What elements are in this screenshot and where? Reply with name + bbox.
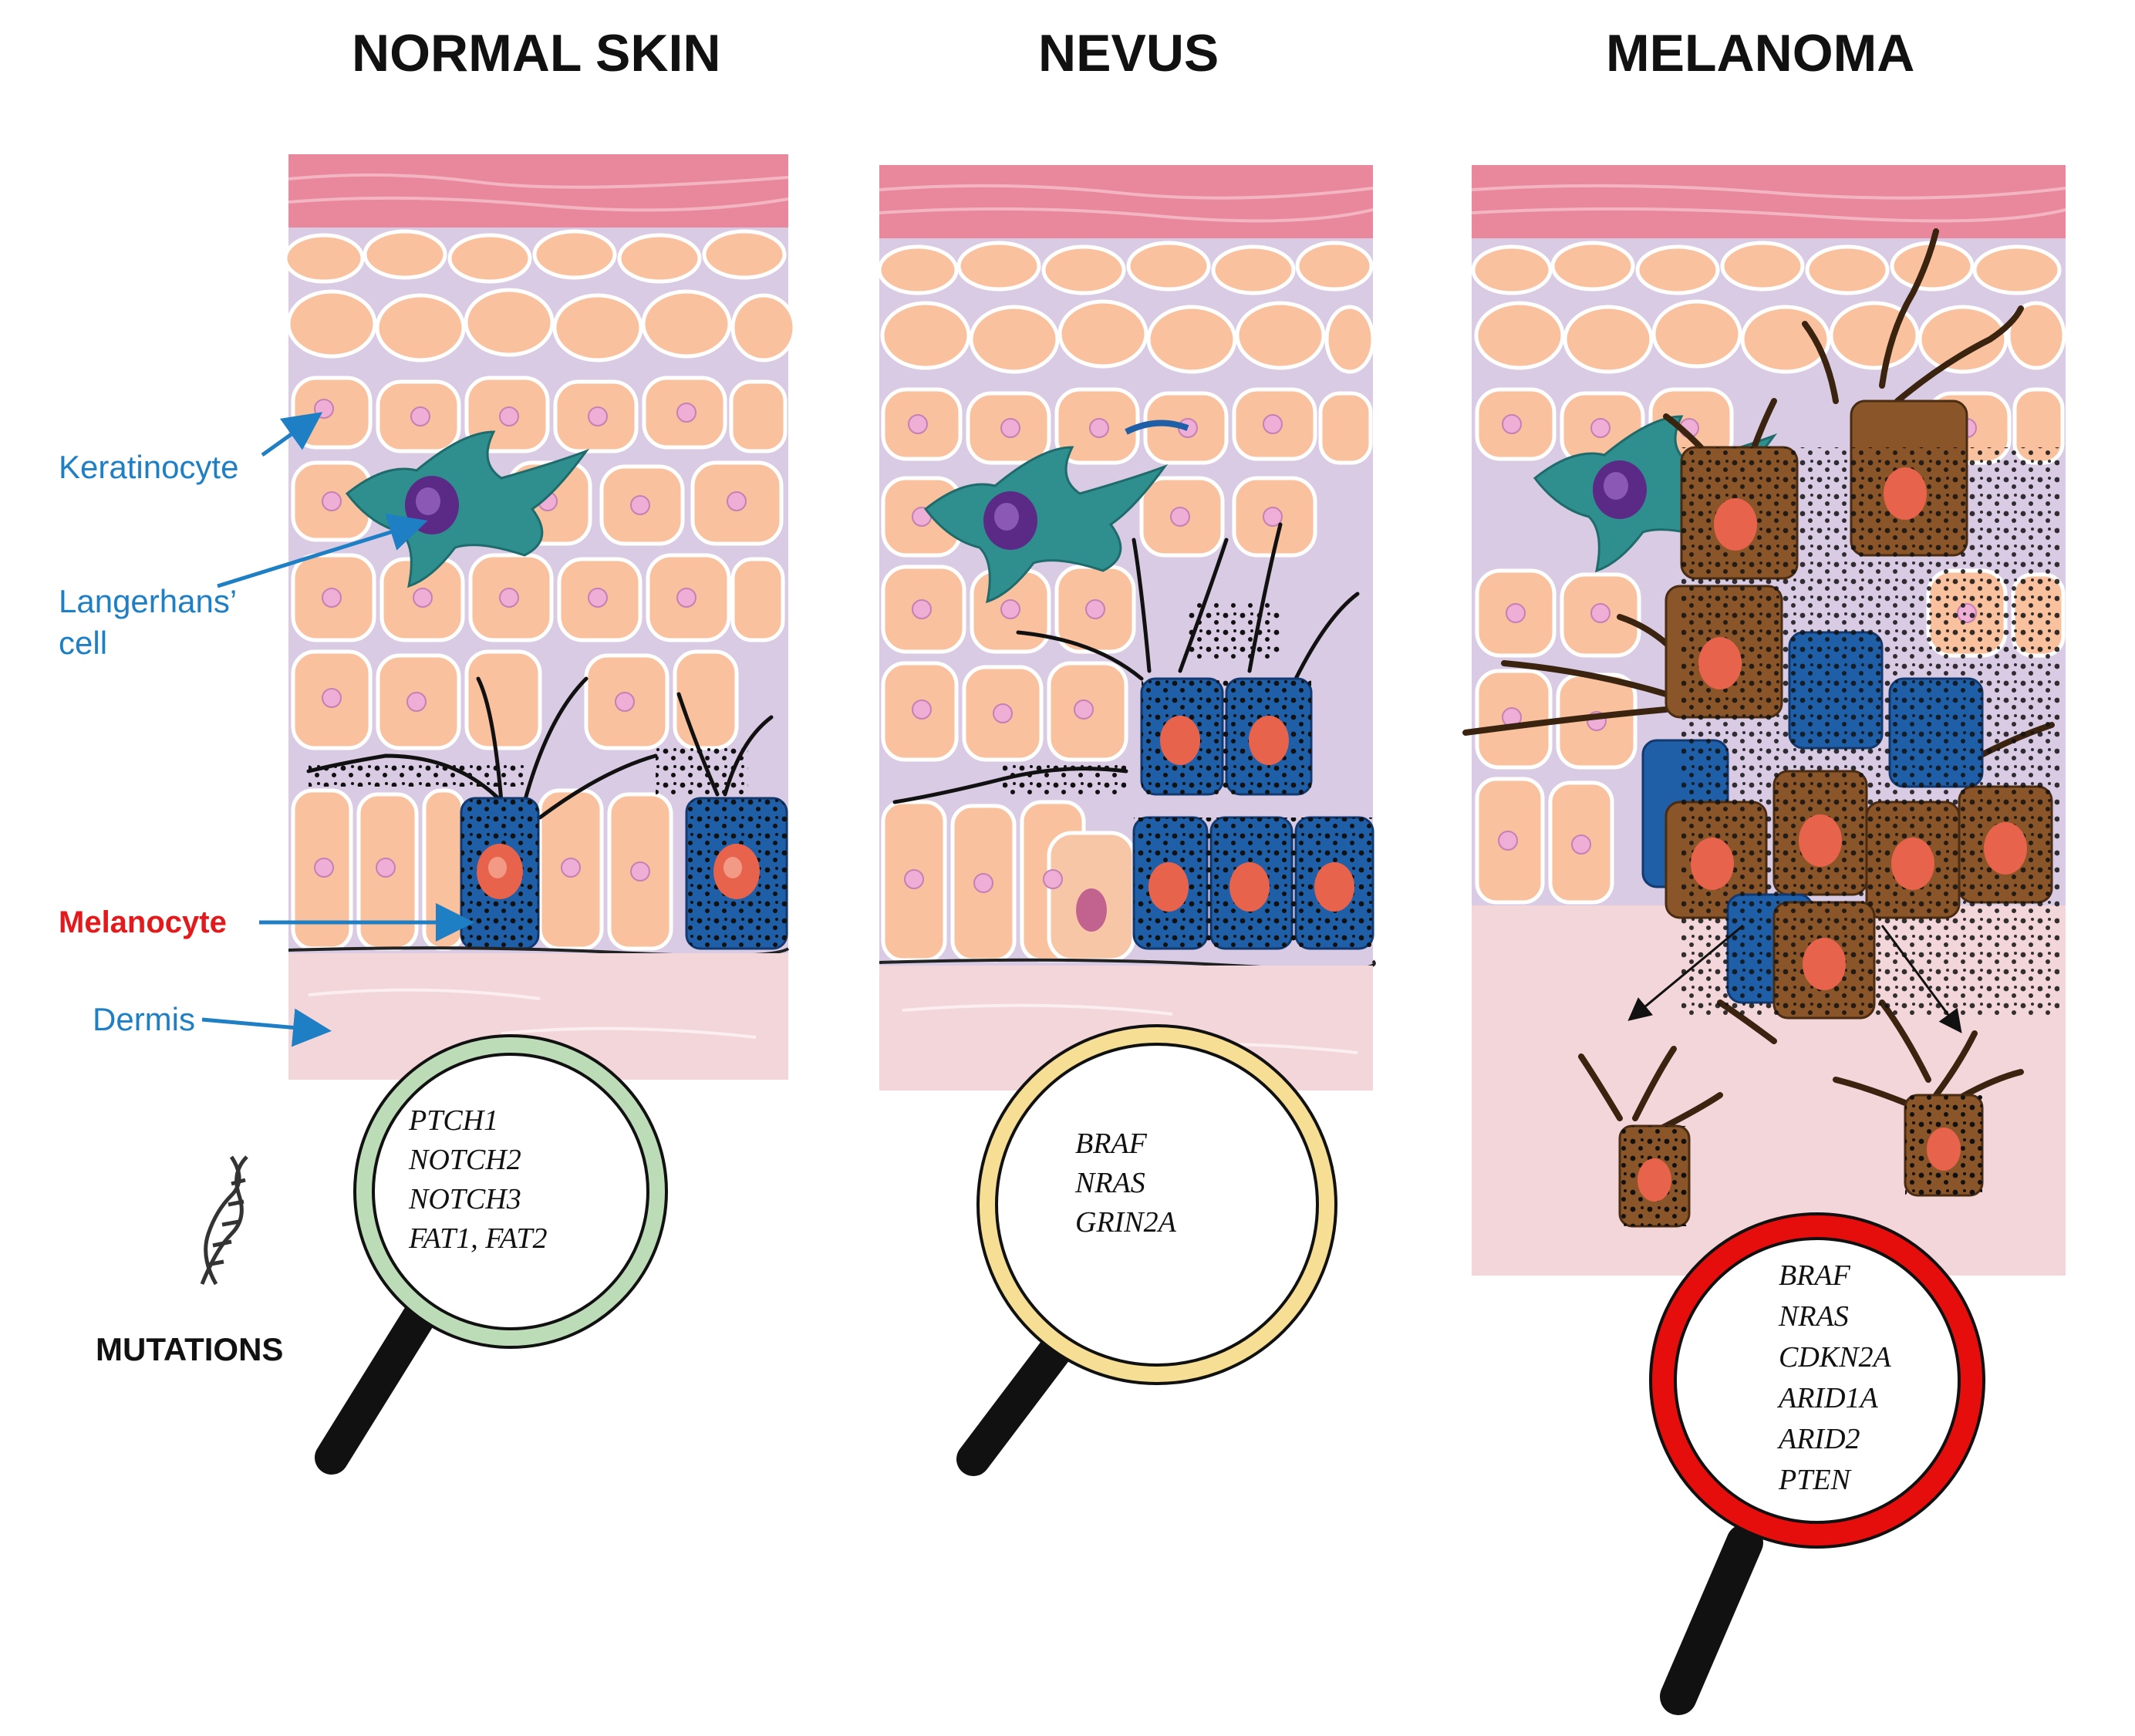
magnifier-melanoma <box>1649 1212 1985 1715</box>
langerhans-cell-nevus <box>923 446 1169 604</box>
gene-list-melanoma: BRAF NRAS CDKN2A ARID1A ARID2 PTEN <box>1779 1256 1891 1501</box>
panel-melanoma <box>1462 165 2066 1276</box>
gene-item: BRAF <box>1075 1128 1147 1160</box>
gene-item: BRAF <box>1779 1259 1850 1292</box>
nevus-melanocyte-cluster <box>1132 677 1374 950</box>
panel-nevus <box>877 165 1376 1090</box>
gene-list-normal-skin: PTCH1 NOTCH2 NOTCH3 FAT1, FAT2 <box>409 1101 548 1259</box>
title-normal-skin: NORMAL SKIN <box>352 24 721 83</box>
gene-item: NOTCH2 <box>409 1144 521 1176</box>
gene-item: ARID1A <box>1779 1382 1878 1414</box>
gene-item: ARID2 <box>1779 1423 1860 1455</box>
label-dermis: Dermis <box>93 1001 195 1037</box>
magnifier-nevus <box>956 1024 1337 1476</box>
title-nevus: NEVUS <box>1038 24 1219 83</box>
gene-item: NOTCH3 <box>409 1183 521 1215</box>
gene-item: FAT1, FAT2 <box>409 1222 548 1255</box>
melanoma-cell-mass <box>1641 399 2059 1020</box>
magnifier-normal-skin <box>315 1034 668 1475</box>
melanocyte-cells <box>460 797 788 950</box>
gene-item: NRAS <box>1779 1300 1849 1333</box>
label-langerhans-line1: Langerhans’ <box>59 583 238 619</box>
gene-item: PTEN <box>1779 1464 1850 1496</box>
gene-item: GRIN2A <box>1075 1206 1176 1239</box>
panel-normal-skin <box>283 154 797 1080</box>
invading-melanoma-cells <box>1618 1094 1984 1228</box>
gene-item: PTCH1 <box>409 1104 499 1137</box>
label-melanocyte: Melanocyte <box>59 905 227 939</box>
gene-item: NRAS <box>1075 1167 1145 1199</box>
label-mutations: MUTATIONS <box>96 1331 284 1367</box>
gene-item: CDKN2A <box>1779 1341 1891 1374</box>
title-melanoma: MELANOMA <box>1606 24 1915 83</box>
label-keratinocyte: Keratinocyte <box>59 449 239 485</box>
gene-list-nevus: BRAF NRAS GRIN2A <box>1075 1124 1176 1242</box>
dna-helix-icon <box>200 1155 248 1286</box>
label-langerhans-line2: cell <box>59 625 108 661</box>
